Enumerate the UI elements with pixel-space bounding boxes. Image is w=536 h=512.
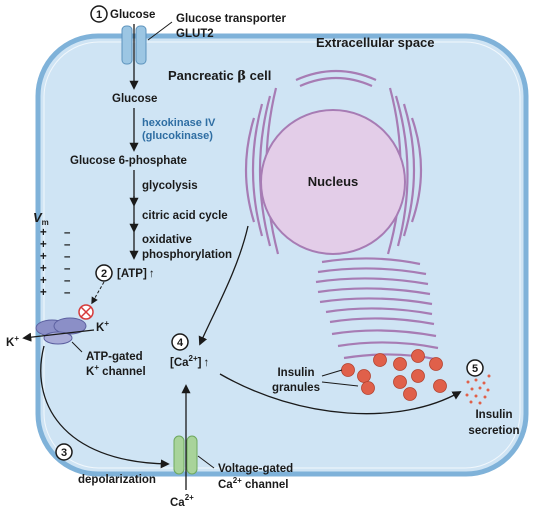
enzyme-label-line1: hexokinase IV	[142, 117, 216, 129]
insulin-granule	[429, 357, 443, 371]
insulin-granule	[357, 369, 371, 383]
insulin-granule	[411, 369, 425, 383]
insulin-granules-label-line2: granules	[272, 382, 320, 394]
insulin-secretion-label-line2: secretion	[468, 425, 519, 437]
depolarization-arrow	[40, 345, 170, 469]
minus-sign: –	[64, 227, 71, 239]
granules-leader	[321, 381, 359, 387]
extracellular-label: Extracellular space	[316, 35, 435, 50]
endoplasmic-reticulum	[244, 69, 441, 362]
insulin-granule	[393, 357, 407, 371]
atp-inhibition-arrow	[91, 281, 105, 305]
minus-sign: –	[64, 275, 71, 287]
plus-sign: +	[40, 263, 47, 275]
nucleus-to-ca-arrow	[198, 225, 249, 346]
minus-sign: –	[64, 287, 71, 299]
transporter-label-line1: Glucose transporter	[176, 13, 286, 25]
plus-sign: +	[40, 275, 47, 287]
inhibit-icon	[78, 304, 94, 320]
insulin-granule	[341, 363, 355, 377]
secreted-insulin	[465, 374, 491, 405]
step-5-number: 5	[472, 363, 478, 375]
glucose-inside-label: Glucose	[112, 93, 157, 105]
step-3-marker	[55, 443, 73, 461]
step-4-marker	[171, 333, 189, 351]
plus-sign: +	[40, 227, 47, 239]
k-inside-label: K+	[96, 319, 109, 334]
transporter-leader	[147, 21, 173, 41]
tca-label: citric acid cycle	[142, 210, 228, 222]
k-channel-label-line2: K+ channel	[86, 363, 146, 378]
ca-concentration-label: [Ca2+]↑	[170, 354, 209, 369]
step-2-number: 2	[101, 268, 107, 280]
step-2-marker	[95, 264, 113, 282]
depolarization-label: depolarization	[78, 474, 156, 486]
minus-sign: –	[64, 263, 71, 275]
k-channel-leader	[71, 341, 83, 353]
glycolysis-label: glycolysis	[142, 180, 198, 192]
insulin-granule	[433, 379, 447, 393]
minus-sign: –	[64, 251, 71, 263]
insulin-secretion-label-line1: Insulin	[475, 409, 512, 421]
ca-to-secretion-arrow	[219, 373, 462, 415]
plus-sign: +	[40, 251, 47, 263]
insulin-granules-label-line1: Insulin	[277, 367, 314, 379]
k-outside-label: K+	[6, 334, 19, 349]
ca-channel-label-line1: Voltage-gated	[218, 463, 293, 475]
insulin-granule	[361, 381, 375, 395]
membrane-potential-signs: + + + + + + – – – – – –	[40, 227, 71, 299]
cell-title: Pancreatic β cell	[168, 68, 271, 84]
nucleus	[260, 109, 406, 255]
k-efflux-arrow	[22, 329, 95, 342]
plus-sign: +	[40, 239, 47, 251]
minus-sign: –	[64, 239, 71, 251]
nucleus-label: Nucleus	[308, 174, 359, 189]
step-1-marker	[90, 5, 108, 23]
voltage-gated-ca-channel	[173, 435, 198, 475]
step-4-number: 4	[177, 337, 184, 349]
vm-label: Vm	[33, 210, 49, 227]
step-5-marker	[466, 359, 484, 377]
enzyme-label-line2: (glucokinase)	[142, 130, 213, 142]
glut2-transporter	[121, 25, 147, 65]
insulin-granule	[403, 387, 417, 401]
ca-channel-label-line2: Ca2+ channel	[218, 476, 288, 491]
k-channel-label-line1: ATP-gated	[86, 351, 143, 363]
step-1-number: 1	[96, 9, 102, 21]
step-3-number: 3	[61, 447, 67, 459]
ca-outside-label: Ca2+	[170, 493, 194, 509]
ca-channel-leader	[197, 455, 215, 469]
atp-label: [ATP]↑	[117, 268, 155, 280]
granules-leader	[321, 369, 343, 377]
phosphorylation-label: phosphorylation	[142, 249, 232, 261]
glucose-outside-label: Glucose	[110, 9, 155, 21]
insulin-granule	[393, 375, 407, 389]
g6p-label: Glucose 6-phosphate	[70, 155, 187, 167]
insulin-granule	[411, 349, 425, 363]
plus-sign: +	[40, 287, 47, 299]
transporter-label-line2: GLUT2	[176, 28, 214, 40]
insulin-granules	[341, 349, 447, 401]
insulin-granule	[373, 353, 387, 367]
oxidative-label: oxidative	[142, 234, 192, 246]
cell-membrane-inner	[43, 41, 521, 469]
